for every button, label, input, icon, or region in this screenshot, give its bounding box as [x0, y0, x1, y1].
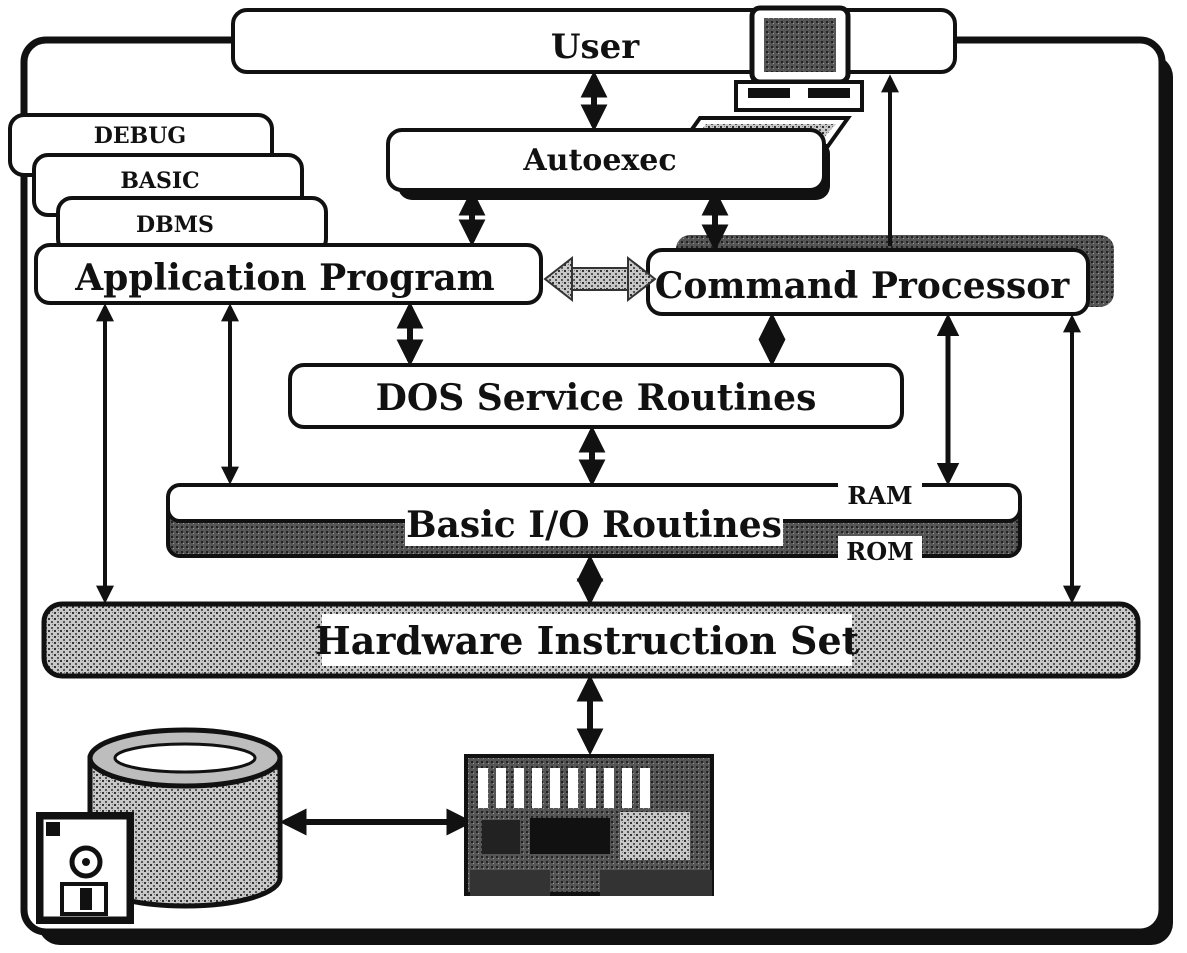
ram-label-bg — [838, 482, 922, 510]
rom-label-bg — [838, 536, 922, 564]
autoexec-label: Autoexec — [522, 143, 676, 178]
basic-io-label-bg — [405, 504, 783, 546]
floppy-disk-icon — [36, 812, 134, 924]
user-label: User — [551, 27, 640, 67]
debug-label: DEBUG — [94, 123, 186, 149]
dos-service-routines-label: DOS Service Routines — [376, 377, 817, 419]
connector-arrows — [96, 70, 1081, 836]
circuit-board-icon — [464, 754, 714, 896]
ram-label: RAM — [847, 481, 912, 510]
dbms-label: DBMS — [136, 212, 214, 238]
disk-drive-icon — [87, 727, 283, 909]
hardware-instruction-set-label: Hardware Instruction Set — [315, 618, 860, 663]
application-program-box — [34, 243, 543, 305]
application-program-label: Application Program — [74, 257, 495, 299]
basic-label: BASIC — [120, 168, 199, 194]
stippled-double-arrow — [543, 255, 657, 303]
rom-label: ROM — [846, 537, 913, 566]
command-processor-label: Command Processor — [655, 265, 1070, 307]
basic-io-routines-label: Basic I/O Routines — [406, 504, 782, 546]
hardware-label-bg — [322, 614, 852, 666]
